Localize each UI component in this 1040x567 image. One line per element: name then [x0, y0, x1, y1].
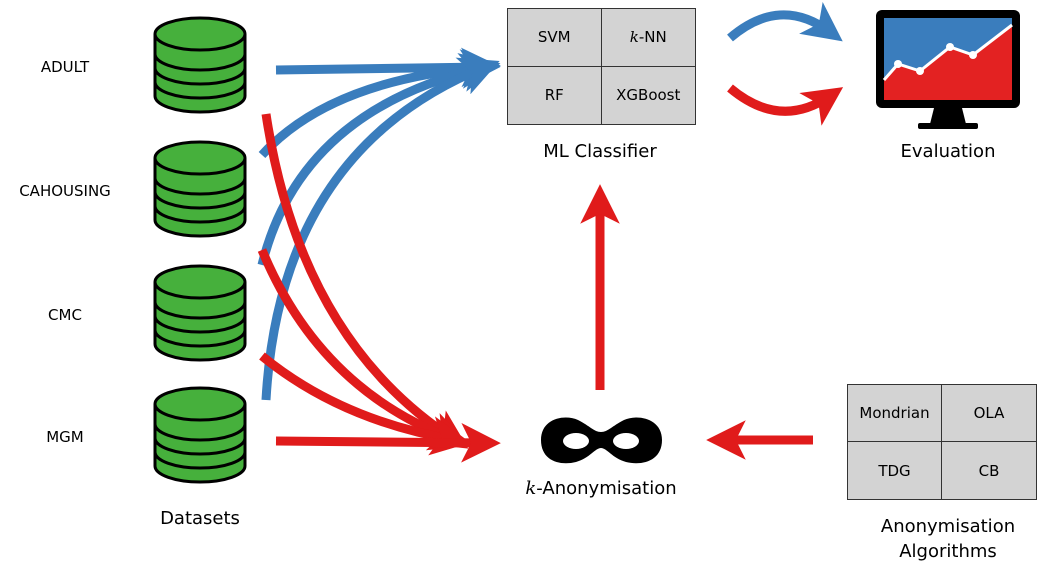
dataset-label-cahousing: CAHOUSING: [19, 182, 111, 200]
arrow-cmc-to-anonymisation: [259, 352, 471, 456]
algorithm-cell-cb: CB: [978, 461, 1000, 480]
algorithm-cell-tdg: TDG: [848, 442, 942, 499]
algorithm-cell-mondrian: Mondrian: [848, 385, 942, 442]
algorithm-cell-ola: OLA: [942, 385, 1036, 442]
arrow-classifier-to-evaluation-red: [727, 84, 844, 126]
dataset-label-mgm: MGM: [46, 428, 84, 446]
anonymisation-caption: k-Anonymisation: [525, 478, 677, 499]
algorithms-caption-line1: Anonymisation: [880, 516, 1016, 537]
classifier-cell-svm: SVM: [508, 9, 602, 67]
arrow-cahousing-to-anonymisation: [257, 248, 470, 451]
arrow-cahousing-to-classifier: [258, 49, 501, 159]
dataset-label-cmc: CMC: [48, 306, 82, 324]
datasets-caption: Datasets: [160, 508, 240, 529]
algorithms-caption-line2: Algorithms: [899, 541, 997, 562]
classifier-cell-knn: k-NN: [601, 9, 695, 67]
arrow-adult-to-anonymisation: [261, 113, 469, 449]
arrow-mgm-to-anonymisation: [275, 422, 501, 463]
database-icon-cmc: [153, 264, 247, 362]
database-icon-adult: [153, 16, 247, 114]
classifier-grid: SVM k-NN RF XGBoost: [507, 8, 696, 125]
database-icon-cahousing: [153, 140, 247, 238]
monitor-chart-icon: [876, 10, 1020, 129]
arrow-classifier-to-evaluation-blue: [727, 1, 843, 42]
dataset-label-adult: ADULT: [40, 58, 90, 76]
mask-icon: [541, 417, 662, 464]
classifier-cell-xgboost: XGBoost: [616, 86, 681, 105]
algorithms-grid: Mondrian OLA TDG CB: [847, 384, 1037, 500]
database-icon-mgm: [153, 386, 247, 484]
evaluation-caption: Evaluation: [900, 141, 996, 162]
classifier-cell-rf: RF: [508, 66, 602, 124]
arrow-cmc-to-classifier: [257, 53, 501, 267]
classifier-caption: ML Classifier: [543, 141, 657, 162]
arrow-mgm-to-classifier: [261, 57, 500, 401]
